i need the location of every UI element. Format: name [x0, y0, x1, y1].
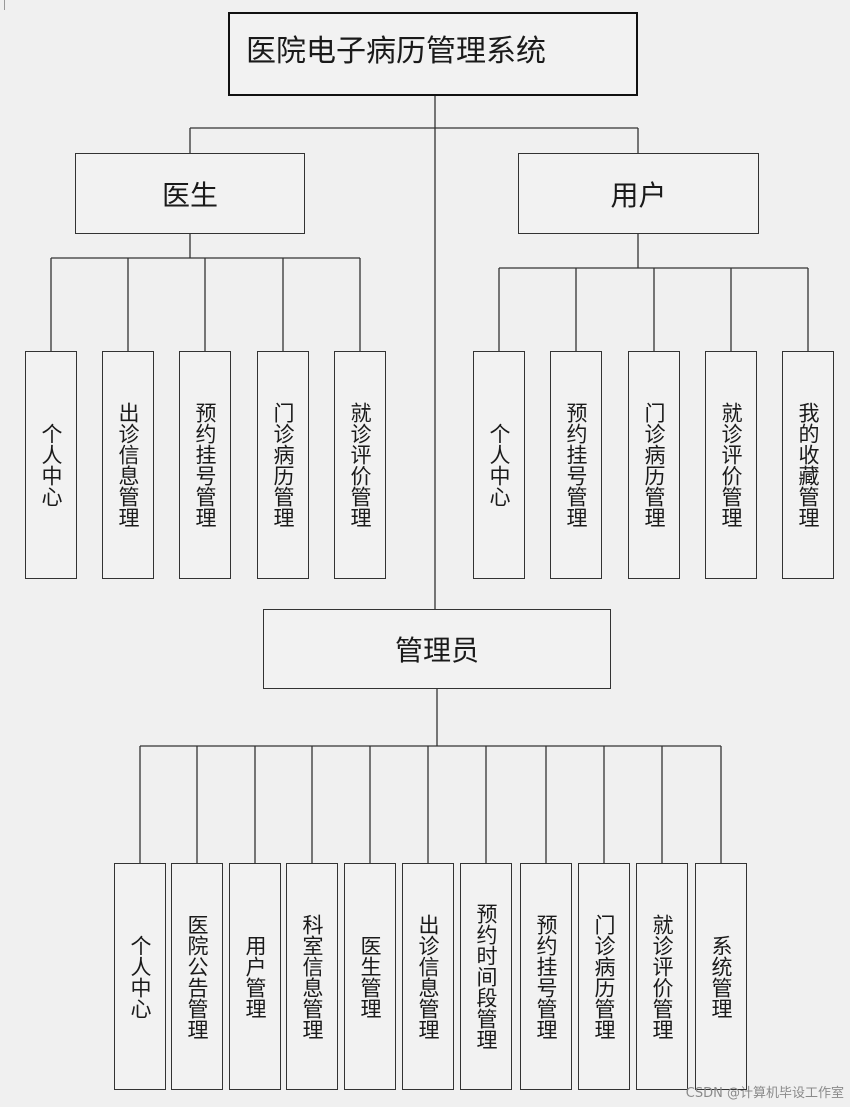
role-doctor: 医生	[75, 153, 305, 234]
role-user: 用户	[518, 153, 759, 234]
doctor-module: 门诊病历管理	[257, 351, 309, 579]
role-user-label: 用户	[610, 178, 667, 212]
admin-module-label: 个人中心	[128, 934, 152, 1019]
role-admin: 管理员	[263, 609, 611, 689]
admin-module: 个人中心	[114, 863, 166, 1090]
doctor-module: 出诊信息管理	[102, 351, 154, 579]
role-admin-label: 管理员	[394, 634, 479, 667]
admin-module: 门诊病历管理	[578, 863, 630, 1090]
user-module-label: 预约挂号管理	[564, 402, 588, 528]
admin-module: 预约时间段管理	[460, 863, 512, 1090]
user-module: 门诊病历管理	[628, 351, 680, 579]
admin-module: 就诊评价管理	[636, 863, 688, 1090]
doctor-module: 就诊评价管理	[334, 351, 386, 579]
doctor-module-label: 就诊评价管理	[348, 402, 372, 528]
admin-module: 系统管理	[695, 863, 747, 1090]
user-module-label: 门诊病历管理	[642, 402, 666, 528]
root-node: 医院电子病历管理系统	[228, 12, 638, 96]
admin-module-label: 科室信息管理	[300, 913, 324, 1040]
admin-module: 医生管理	[344, 863, 396, 1090]
watermark: CSDN @计算机毕设工作室	[685, 1086, 844, 1101]
admin-module-label: 用户管理	[243, 934, 267, 1019]
user-module-label: 我的收藏管理	[796, 402, 820, 528]
admin-module-label: 出诊信息管理	[416, 913, 440, 1040]
admin-module-label: 医生管理	[358, 934, 382, 1019]
admin-module-label: 就诊评价管理	[650, 913, 674, 1040]
admin-module: 科室信息管理	[286, 863, 338, 1090]
user-module: 我的收藏管理	[782, 351, 834, 579]
admin-module: 医院公告管理	[171, 863, 223, 1090]
doctor-module-label: 个人中心	[39, 423, 63, 507]
user-module: 预约挂号管理	[550, 351, 602, 579]
admin-module: 预约挂号管理	[520, 863, 572, 1090]
corner-tick	[4, 0, 5, 10]
doctor-module: 预约挂号管理	[179, 351, 231, 579]
admin-module-label: 系统管理	[709, 934, 733, 1019]
user-module-label: 就诊评价管理	[719, 402, 743, 528]
user-module-label: 个人中心	[487, 423, 511, 507]
doctor-module-label: 出诊信息管理	[116, 402, 140, 528]
admin-module: 用户管理	[229, 863, 281, 1090]
doctor-module: 个人中心	[25, 351, 77, 579]
root-title: 医院电子病历管理系统	[246, 34, 546, 69]
user-module: 个人中心	[473, 351, 525, 579]
doctor-module-label: 预约挂号管理	[193, 402, 217, 528]
admin-module-label: 预约挂号管理	[534, 913, 558, 1040]
admin-module: 出诊信息管理	[402, 863, 454, 1090]
admin-module-label: 门诊病历管理	[592, 913, 616, 1040]
admin-module-label: 医院公告管理	[185, 913, 209, 1040]
admin-module-label: 预约时间段管理	[474, 903, 498, 1050]
user-module: 就诊评价管理	[705, 351, 757, 579]
doctor-module-label: 门诊病历管理	[271, 402, 295, 528]
role-doctor-label: 医生	[161, 178, 218, 212]
